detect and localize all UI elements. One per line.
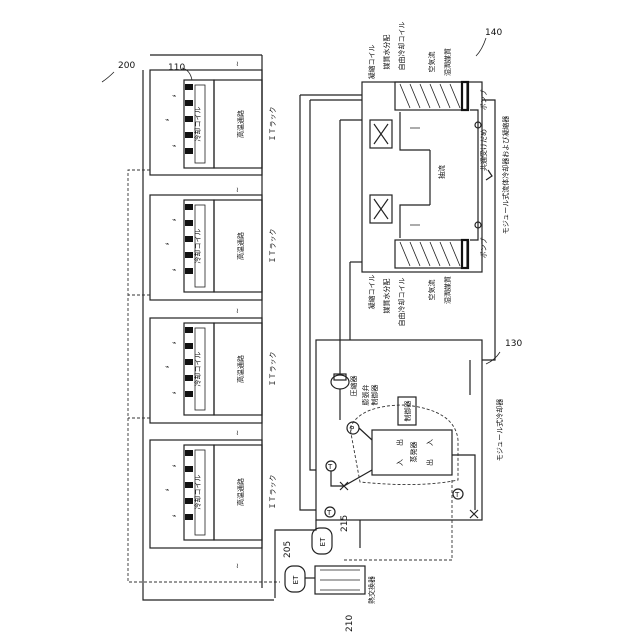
svg-text:出: 出: [395, 439, 404, 446]
modular-chiller: 圧縮器 膨張弁 制御器 制御器 蒸発器 出 入 入 出 P T T T: [316, 339, 522, 520]
main-piping: [275, 95, 495, 598]
free-cool-bot: 自由冷却コイル: [397, 278, 406, 327]
svg-text:⌁: ⌁: [165, 240, 169, 248]
hot-aisle-label: 高温通路: [236, 478, 245, 506]
free-cool-top: 自由冷却コイル: [397, 22, 406, 71]
modular-chiller-title: モジュール式冷却器: [495, 399, 504, 462]
evaporator-label: 蒸発器: [409, 442, 418, 463]
svg-text:⌁: ⌁: [172, 216, 176, 224]
svg-text:≀: ≀: [236, 562, 239, 570]
svg-text:≀: ≀: [236, 307, 239, 315]
svg-text:制御器: 制御器: [370, 385, 379, 406]
svg-text:T: T: [327, 463, 333, 471]
hot-aisle-label: 高温通路: [236, 232, 245, 260]
heat-exchanger-label: 熱交換器: [367, 576, 376, 604]
modular-cooler-title: モジュール式流体冷却器および凝縮器: [501, 116, 510, 235]
ref-200: 200: [118, 61, 135, 71]
ref-205: 205: [283, 541, 293, 558]
svg-text:≀: ≀: [236, 186, 239, 194]
airflow-bot: 空気流: [427, 280, 436, 301]
svg-text:⌁: ⌁: [165, 363, 169, 371]
aux-equipment: ET ET 熱交換器 205 215 210: [283, 515, 376, 632]
svg-text:出: 出: [425, 459, 434, 466]
condenser-coil-top: 凝縮コイル: [367, 45, 376, 80]
cooling-coil-label: 冷却コイル: [193, 107, 202, 142]
rack-row-3: 冷却コイル 高温通路 ＩＴラック ⌁ ⌁ ⌁: [150, 318, 277, 423]
compressor-label: 圧縮器: [349, 376, 358, 397]
condenser-coil-bot: 凝縮コイル: [367, 275, 376, 310]
it-rack-label: ＩＴラック: [269, 352, 277, 387]
svg-text:⌁: ⌁: [172, 266, 176, 274]
svg-text:⌁: ⌁: [172, 339, 176, 347]
svg-text:T: T: [454, 491, 460, 499]
svg-text:⌁: ⌁: [165, 116, 169, 124]
common-sump: 共通受けだめ: [479, 129, 488, 171]
cooling-coil-label: 冷却コイル: [193, 229, 202, 264]
media-dist-top: 媒質水分配: [382, 35, 391, 70]
svg-text:⌁: ⌁: [172, 92, 176, 100]
svg-text:P: P: [350, 425, 354, 433]
svg-text:≀: ≀: [236, 60, 239, 68]
et-label-1: ET: [319, 537, 327, 546]
ref-210: 210: [345, 615, 355, 632]
hot-aisle-label: 高温通路: [236, 110, 245, 138]
svg-text:≀: ≀: [236, 429, 239, 437]
it-rack-label: ＩＴラック: [269, 107, 277, 142]
wet-media-bot: 湿潤媒質: [443, 276, 452, 304]
bleed: 抽流: [437, 165, 446, 179]
controller-label: 制御器: [403, 401, 412, 422]
ref-215: 215: [340, 515, 350, 532]
it-rack-label: ＩＴラック: [269, 229, 277, 264]
airflow-top: 空気流: [427, 52, 436, 73]
hot-aisle-label: 高温通路: [236, 355, 245, 383]
cooling-coil-label: 冷却コイル: [193, 352, 202, 387]
it-rack-label: ＩＴラック: [269, 475, 277, 510]
media-dist-bot: 媒質水分配: [382, 279, 391, 314]
svg-text:T: T: [326, 509, 332, 517]
cooling-coil-label: 冷却コイル: [193, 475, 202, 510]
svg-text:⌁: ⌁: [172, 389, 176, 397]
svg-text:入: 入: [426, 439, 434, 446]
svg-text:⌁: ⌁: [172, 142, 176, 150]
svg-text:⌁: ⌁: [172, 462, 176, 470]
ref-130: 130: [505, 339, 522, 349]
modular-cooler: 凝縮コイル 媒質水分配 自由冷却コイル 空気流 湿潤媒質 ポンプ 共通受けだめ …: [362, 22, 510, 327]
et-label-2: ET: [292, 575, 300, 584]
svg-text:入: 入: [396, 459, 404, 466]
expansion-valve-label: 膨張弁: [361, 385, 370, 406]
svg-text:⌁: ⌁: [172, 512, 176, 520]
rack-row-2: 冷却コイル 高温通路 ＩＴラック ⌁ ⌁ ⌁: [150, 195, 277, 300]
rack-row-1: 冷却コイル 高温通路 ＩＴラック ⌁ ⌁ ⌁: [150, 70, 277, 175]
wet-media-top: 湿潤媒質: [443, 48, 452, 76]
svg-text:⌁: ⌁: [165, 486, 169, 494]
pump-bot: ポンプ: [480, 238, 488, 259]
rack-row-4: 冷却コイル 高温通路 ＩＴラック ⌁ ⌁ ⌁: [150, 440, 277, 548]
ref-140: 140: [485, 28, 502, 38]
